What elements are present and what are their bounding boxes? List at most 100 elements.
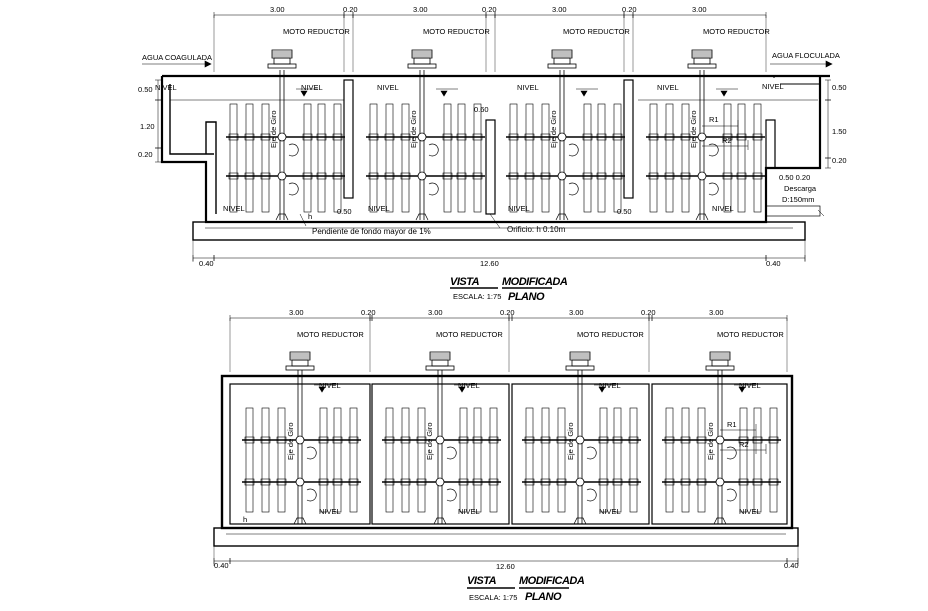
wall-gap-050-a: 0.50 xyxy=(337,207,352,216)
arm-clamp xyxy=(722,133,733,141)
arm-clamp xyxy=(540,436,551,444)
bottom-moto-label-1: MOTO REDUCTOR xyxy=(297,330,364,339)
arm-clamp xyxy=(400,133,411,141)
arm-clamp xyxy=(628,436,639,444)
paddle-slat xyxy=(629,407,638,513)
paddle-slat xyxy=(319,407,328,513)
shaft-hub xyxy=(575,477,585,487)
arm-clamp xyxy=(696,478,707,486)
side-right-bottom: 0.40 xyxy=(784,561,799,570)
arm-clamp xyxy=(648,172,659,180)
arm-clamp xyxy=(332,133,343,141)
outlet-label: AGUA FLOCULADA xyxy=(772,51,840,60)
arm-clamp xyxy=(596,133,607,141)
shaft-foot xyxy=(415,213,429,221)
rotation-arrow-icon xyxy=(428,143,439,157)
radius-r1-label: R1 xyxy=(709,115,719,124)
paddle-slat xyxy=(739,407,748,513)
arm-clamp xyxy=(384,436,395,444)
paddle-slat xyxy=(401,103,410,213)
bottom-nivel-1: NIVEL xyxy=(319,381,341,390)
bottom-base-slab xyxy=(213,527,799,547)
motor-gearbox xyxy=(553,57,571,65)
discharge-diameter: D:150mm xyxy=(782,195,815,204)
paddle-slat xyxy=(385,103,394,213)
arm-clamp xyxy=(736,172,747,180)
arm-clamp xyxy=(244,133,255,141)
arm-clamp xyxy=(508,172,519,180)
arm-clamp xyxy=(472,436,483,444)
leader-line xyxy=(299,213,307,227)
shaft-foot xyxy=(433,517,447,525)
outlet-arrow-icon xyxy=(825,60,833,68)
motor-gearbox xyxy=(711,359,729,367)
shaft-label-2: Eje de Giro xyxy=(409,110,418,148)
bottom-nivel-4: NIVEL xyxy=(739,381,761,390)
arm-clamp xyxy=(416,436,427,444)
shaft-label-3: Eje de Giro xyxy=(549,110,558,148)
arm-clamp xyxy=(348,478,359,486)
arm-clamp xyxy=(276,478,287,486)
bottom-nivel-low-2: NIVEL xyxy=(458,507,480,516)
arm-clamp xyxy=(680,478,691,486)
arm-clamp xyxy=(332,436,343,444)
arm-clamp xyxy=(384,478,395,486)
level-arrow-icon xyxy=(318,386,326,393)
arm-clamp xyxy=(598,478,609,486)
arm-clamp xyxy=(582,172,593,180)
top-view-labels: 3.00 0.20 3.00 0.20 3.00 0.20 3.00 MOTO … xyxy=(138,5,847,303)
arm-clamp xyxy=(556,436,567,444)
paddle-slat xyxy=(599,407,608,513)
arm-clamp xyxy=(524,478,535,486)
arm-clamp xyxy=(260,133,271,141)
bottom-shaft-label-2: Eje de Giro xyxy=(425,422,434,460)
bottom-nivel-low-1: NIVEL xyxy=(319,507,341,516)
scale-bottom: ESCALA: 1:75 xyxy=(469,593,517,602)
motor-base xyxy=(407,63,437,69)
bottom-dim-chamber-4: 3.00 xyxy=(709,308,724,317)
arm-clamp xyxy=(416,478,427,486)
shaft-hub xyxy=(557,171,567,181)
discharge-pipe xyxy=(765,205,821,217)
motor-gearbox xyxy=(413,57,431,65)
arm-clamp xyxy=(768,478,779,486)
nivel-label-1: NIVEL xyxy=(301,83,323,92)
shaft-foot xyxy=(573,517,587,525)
motor-base xyxy=(267,63,297,69)
level-arrow-icon xyxy=(738,386,746,393)
paddle-slat xyxy=(583,103,592,213)
arm-clamp xyxy=(596,172,607,180)
rotation-arrow-icon xyxy=(726,488,737,502)
leader-line xyxy=(489,213,501,229)
rotation-arrow-icon xyxy=(306,488,317,502)
paddle-slat xyxy=(597,103,606,213)
nivel-label-2: NIVEL xyxy=(377,83,399,92)
paddle-slat xyxy=(245,103,254,213)
nivel-label-outlet: NIVEL xyxy=(762,82,784,91)
shaft-hub xyxy=(295,435,305,445)
total-length-bottom: 12.60 xyxy=(496,562,515,571)
top-dim-chamber-1: 3.00 xyxy=(270,5,285,14)
arm-clamp xyxy=(332,172,343,180)
bottom-shaft-label-4: Eje de Giro xyxy=(706,422,715,460)
paddle-slat xyxy=(649,103,658,213)
arm-clamp xyxy=(400,172,411,180)
paddle-slat xyxy=(457,103,466,213)
paddle-slat xyxy=(261,103,270,213)
title-vista-top: VISTA xyxy=(450,276,480,288)
shaft-hub xyxy=(435,435,445,445)
arm-clamp xyxy=(348,436,359,444)
rotation-arrow-icon xyxy=(446,446,457,460)
paddle-slat xyxy=(473,103,482,213)
arm-clamp xyxy=(260,436,271,444)
motor-gearbox xyxy=(431,359,449,367)
arm-clamp xyxy=(598,436,609,444)
title-plano-bottom: PLANO xyxy=(525,591,562,603)
rotation-arrow-icon xyxy=(568,182,579,196)
shaft-foot xyxy=(555,213,569,221)
arm-clamp xyxy=(244,172,255,180)
bottom-shaft-label-1: Eje de Giro xyxy=(286,422,295,460)
discharge-dims: 0.50 0.20 xyxy=(779,173,810,182)
paddle-slat xyxy=(349,407,358,513)
bottom-radius-r2: R2 xyxy=(739,440,749,449)
